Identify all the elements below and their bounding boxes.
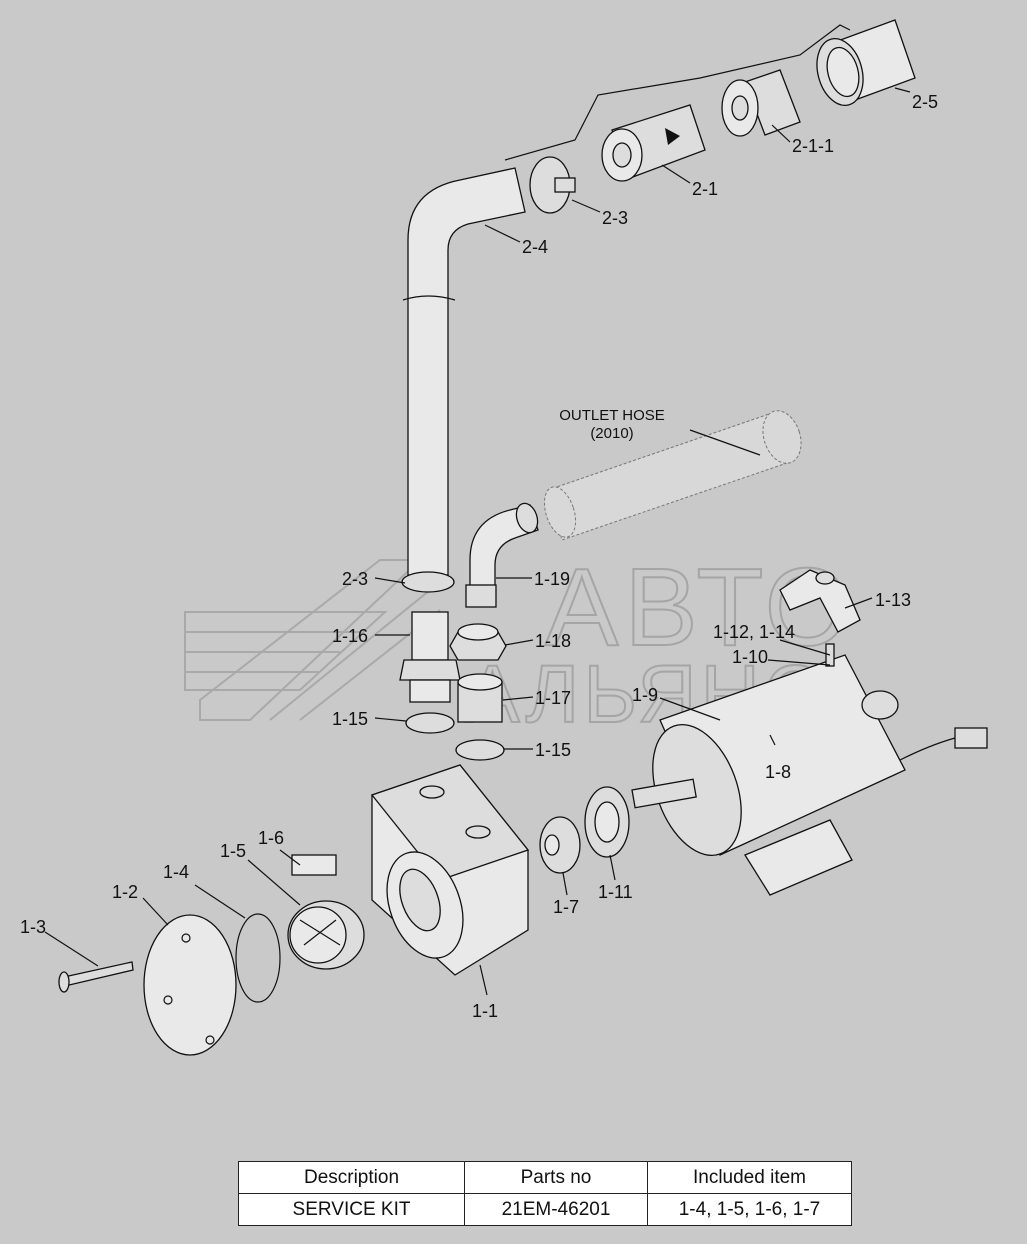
label-1-11: 1-11 [598, 882, 633, 902]
label-1-7: 1-7 [553, 897, 579, 917]
leader-lines [44, 87, 911, 996]
label-1-8: 1-8 [765, 762, 791, 782]
watermark-line1: АВТО [545, 546, 856, 669]
label-1-2: 1-2 [112, 882, 138, 902]
motor [631, 654, 988, 896]
adapter-fitting [457, 673, 503, 723]
label-1-9: 1-9 [632, 685, 658, 705]
flange-tube [816, 19, 916, 106]
col-included-item: Included item [647, 1161, 852, 1194]
cell-included-item: 1-4, 1-5, 1-6, 1-7 [647, 1193, 852, 1226]
strainer [721, 69, 801, 137]
terminal-bracket [779, 569, 861, 633]
outlet-hose-ghost [543, 410, 802, 541]
label-1-5: 1-5 [220, 841, 246, 861]
wire-harness [504, 24, 851, 161]
label-1-6: 1-6 [258, 828, 284, 848]
label-1-18: 1-18 [535, 631, 571, 651]
hose-clamp-top [529, 156, 576, 214]
cell-parts-no: 21EM-46201 [464, 1193, 648, 1226]
pump-housing [370, 764, 530, 976]
outlet-hose-label-line2: (2010) [590, 425, 633, 442]
key [291, 854, 337, 876]
col-description: Description [238, 1161, 465, 1194]
suction-hose [402, 167, 526, 576]
label-2-1-1: 2-1-1 [792, 136, 834, 156]
nipple-fitting [399, 611, 461, 703]
col-parts-no: Parts no [464, 1161, 648, 1194]
washer-right [455, 739, 505, 761]
label-1-12-1-14: 1-12, 1-14 [713, 622, 795, 642]
table-row: SERVICE KIT 21EM-46201 1-4, 1-5, 1-6, 1-… [238, 1193, 852, 1226]
label-1-3: 1-3 [20, 917, 46, 937]
screw [58, 961, 134, 993]
o-ring [235, 913, 281, 1003]
label-2-3-top: 2-3 [602, 208, 628, 228]
seal [539, 816, 581, 874]
part-labels: 2-5 2-1-1 2-1 2-3 2-4 2-3 1-19 1-13 1-16… [20, 92, 938, 1021]
label-1-19: 1-19 [534, 569, 570, 589]
cap-nut [449, 623, 507, 661]
label-1-16: 1-16 [332, 626, 368, 646]
table-header-row: Description Parts no Included item [238, 1161, 852, 1194]
label-1-4: 1-4 [163, 862, 189, 882]
label-1-17: 1-17 [535, 688, 571, 708]
label-1-1: 1-1 [472, 1001, 498, 1021]
label-1-10: 1-10 [732, 647, 768, 667]
cover-plate [143, 914, 237, 1056]
washer-left [405, 712, 455, 734]
impeller [287, 900, 365, 970]
bearing [584, 786, 630, 858]
label-2-1: 2-1 [692, 179, 718, 199]
service-kit-table: Description Parts no Included item SERVI… [238, 1161, 852, 1226]
hose-clamp-bottom [401, 571, 455, 593]
outlet-hose-label-line1: OUTLET HOSE [559, 407, 665, 424]
label-1-13: 1-13 [875, 590, 911, 610]
label-1-15-right: 1-15 [535, 740, 571, 760]
label-1-15-left: 1-15 [332, 709, 368, 729]
label-2-5: 2-5 [912, 92, 938, 112]
label-2-4: 2-4 [522, 237, 548, 257]
label-2-3-bottom: 2-3 [342, 569, 368, 589]
elbow-fitting [465, 502, 539, 608]
cell-description: SERVICE KIT [238, 1193, 465, 1226]
check-valve [601, 104, 706, 182]
